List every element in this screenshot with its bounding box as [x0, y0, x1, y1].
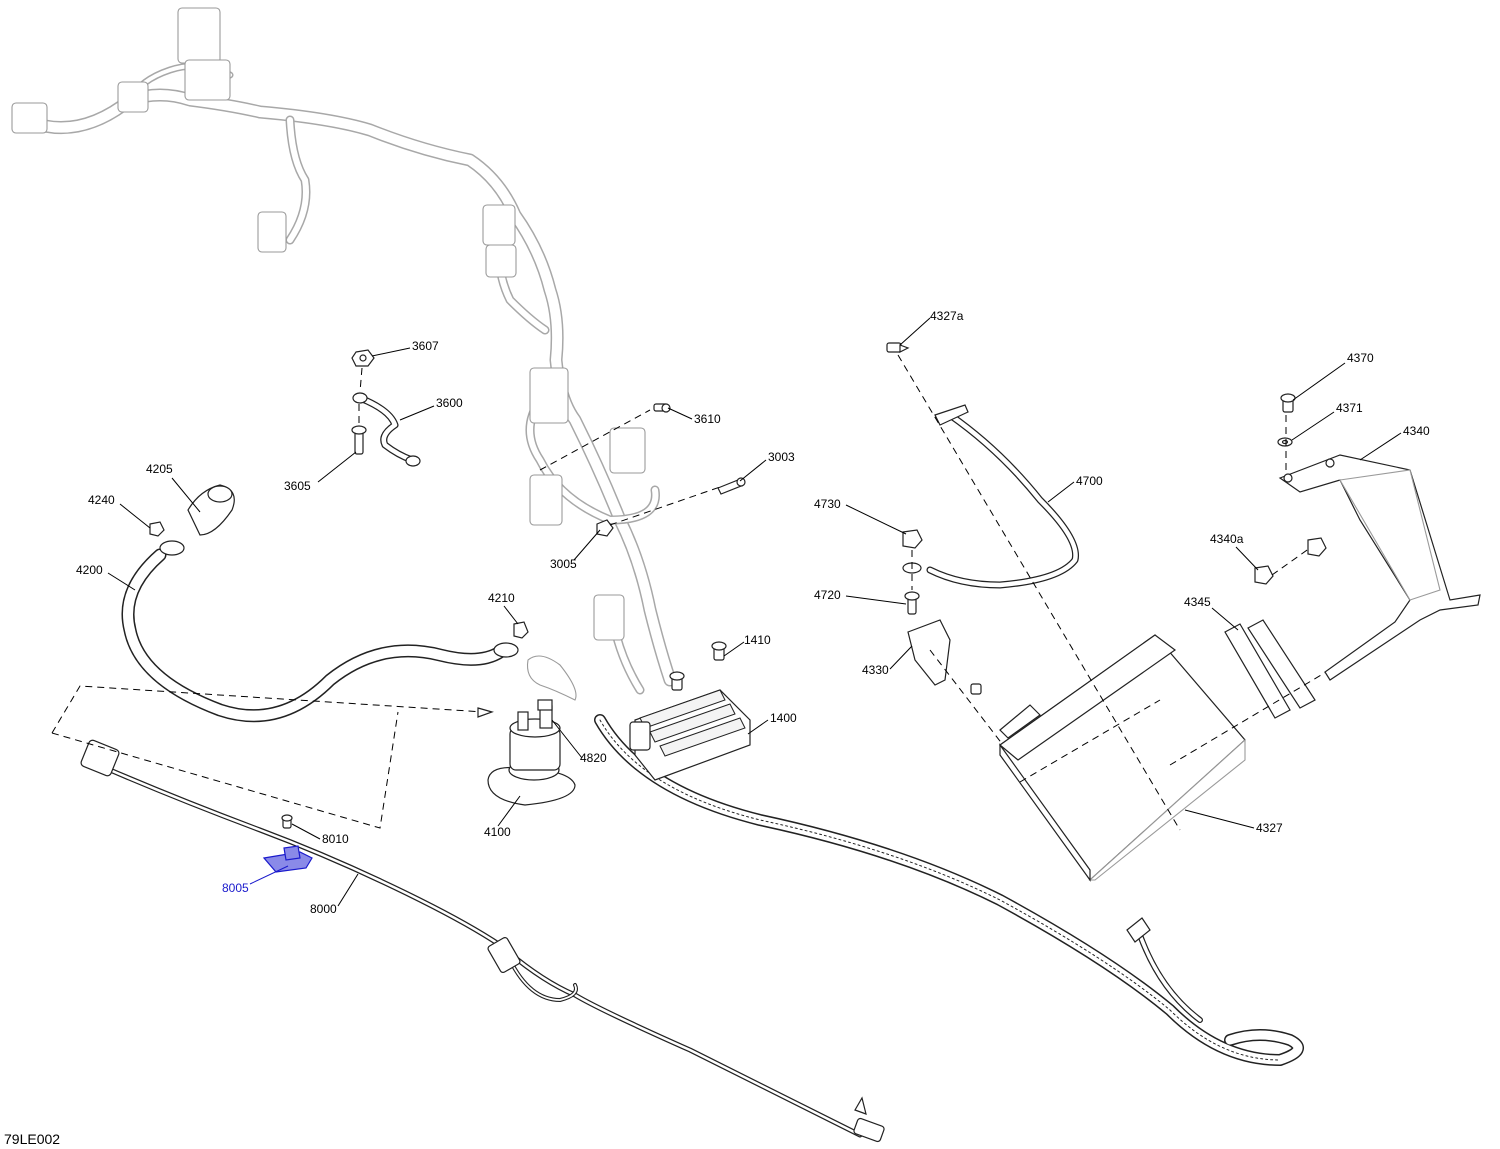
callout-4205: 4205: [146, 462, 173, 476]
cable-3600: [351, 349, 421, 467]
callout-labels: 3607 3600 3605 3610 3003 3005 4205 4240 …: [76, 309, 1430, 916]
figure-code: 79LE002: [4, 1131, 61, 1147]
callout-1410: 1410: [744, 633, 771, 647]
callout-4330: 4330: [862, 663, 889, 677]
callout-4327: 4327: [1256, 821, 1283, 835]
callout-8005: 8005: [222, 881, 249, 895]
battery-4327: [999, 634, 1246, 882]
callout-4720: 4720: [814, 588, 841, 602]
terminal-cap-4330: [907, 619, 1004, 746]
callout-4700: 4700: [1076, 474, 1103, 488]
bracket-4340: [1254, 393, 1481, 681]
callout-1400: 1400: [770, 711, 797, 725]
callout-4327a: 4327a: [930, 309, 964, 323]
callout-3610: 3610: [694, 412, 721, 426]
callout-3600: 3600: [436, 396, 463, 410]
callout-4240: 4240: [88, 493, 115, 507]
callout-4371: 4371: [1336, 401, 1363, 415]
callout-4200: 4200: [76, 563, 103, 577]
voltage-regulator-1400: [629, 641, 751, 781]
callout-4100: 4100: [484, 825, 511, 839]
leader-lines: [107, 317, 1402, 907]
callout-3005: 3005: [550, 557, 577, 571]
callout-4730: 4730: [814, 497, 841, 511]
callout-4340: 4340: [1403, 424, 1430, 438]
callout-4340a: 4340a: [1210, 532, 1244, 546]
corrugated-harness: [594, 714, 1304, 1066]
callout-4210: 4210: [488, 591, 515, 605]
callout-3605: 3605: [284, 479, 311, 493]
strap-4700: [886, 342, 1181, 831]
starter-solenoid-4100: [487, 655, 577, 806]
harness-8000: [80, 739, 885, 1143]
cable-4200: [121, 484, 529, 723]
callout-3003: 3003: [768, 450, 795, 464]
pads-4345: [1169, 619, 1381, 766]
callout-8010: 8010: [322, 832, 349, 846]
callout-8000: 8000: [310, 902, 337, 916]
callout-4345: 4345: [1184, 595, 1211, 609]
screws-3610-3003-3005: [539, 403, 746, 537]
callout-4820: 4820: [580, 751, 607, 765]
callout-3607: 3607: [412, 339, 439, 353]
callout-4370: 4370: [1347, 351, 1374, 365]
routing-dashes: [51, 685, 494, 829]
main-wiring-harness: [11, 7, 677, 695]
